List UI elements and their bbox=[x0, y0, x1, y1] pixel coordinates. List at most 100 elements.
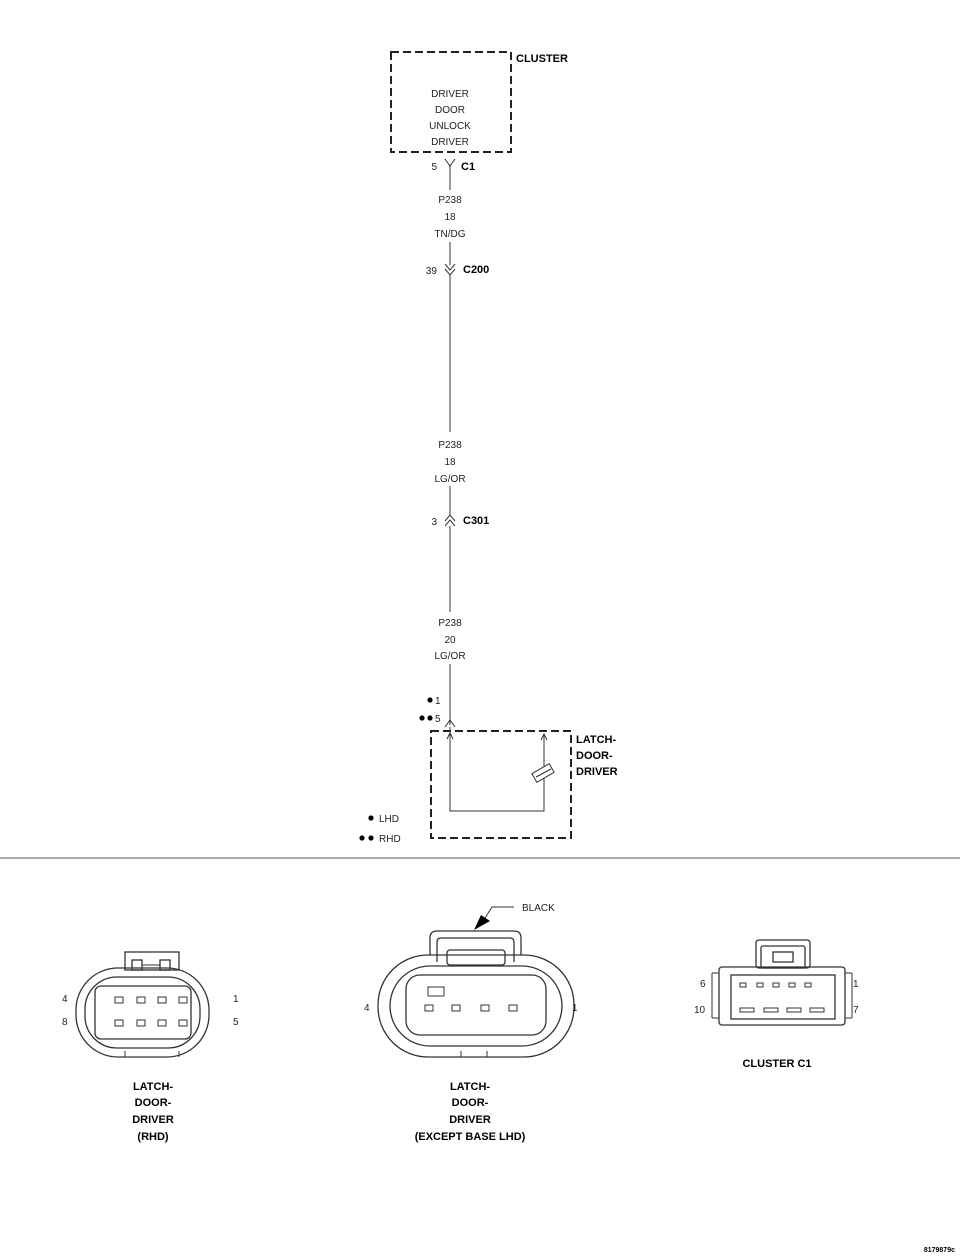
except-base-shell-inner bbox=[389, 965, 563, 1047]
rhd-pin-cavity bbox=[157, 1019, 167, 1027]
c1-connector: 5 C1 bbox=[431, 158, 475, 173]
latch-terminal-arrow-left-icon bbox=[446, 731, 454, 740]
cluster-c1-lock-outer bbox=[755, 939, 811, 969]
cluster-c1-pin-label-7: 7 bbox=[853, 1005, 859, 1016]
rhd-pin-label-5: 5 bbox=[233, 1017, 239, 1028]
rhd-pin-array bbox=[114, 996, 188, 1027]
except-base-lock bbox=[446, 949, 506, 966]
rhd-dot-icon-2 bbox=[427, 715, 433, 721]
except-base-caption-line-1: LATCH- bbox=[450, 1081, 490, 1093]
cluster-c1-pin-array bbox=[739, 982, 825, 1013]
rhd-pin-label-8: 8 bbox=[62, 1017, 68, 1028]
rhd-shell-outer bbox=[75, 967, 210, 1058]
cluster-c1-shell bbox=[718, 966, 846, 1026]
black-leader-line bbox=[484, 906, 514, 919]
legend: LHD RHD bbox=[359, 814, 401, 845]
cluster-c1-pin-cavity bbox=[772, 982, 780, 988]
except-base-pin-label-4: 4 bbox=[364, 1003, 370, 1014]
latch-pin-markers: 1 5 bbox=[419, 696, 456, 728]
rhd-caption-line-3: DRIVER bbox=[132, 1114, 174, 1126]
except-base-color-label: BLACK bbox=[522, 903, 555, 914]
rhd-pin-label-1: 1 bbox=[233, 994, 239, 1005]
c200-connector-icon bbox=[444, 263, 456, 276]
rhd-pin-cavity bbox=[157, 996, 167, 1004]
rhd-latch-tab bbox=[124, 951, 180, 971]
wire-3-circuit: P238 bbox=[438, 618, 462, 629]
cluster-c1-pin-label-10: 10 bbox=[694, 1005, 706, 1016]
wire-3-gauge: 20 bbox=[444, 635, 456, 646]
except-base-hood-outer bbox=[429, 930, 522, 955]
c301-pin-number: 3 bbox=[431, 517, 437, 528]
latch-internal-wiring bbox=[449, 727, 545, 812]
black-pointer-icon bbox=[474, 915, 490, 930]
legend-rhd-label: RHD bbox=[379, 834, 401, 845]
cluster-c1-pin-label-1: 1 bbox=[853, 979, 859, 990]
except-base-shell-outer bbox=[377, 954, 575, 1058]
except-base-pin-cavity bbox=[451, 1004, 461, 1012]
cluster-c1-pin-cavity bbox=[804, 982, 812, 988]
cluster-c1-lock-inner bbox=[760, 945, 806, 969]
wire-1-label: P238 18 TN/DG bbox=[434, 195, 465, 240]
latch-terminal-arrow-right-icon bbox=[540, 732, 548, 741]
cluster-c1-pin-label-6: 6 bbox=[700, 979, 706, 990]
rhd-caption-line-4: (RHD) bbox=[137, 1131, 168, 1143]
rhd-shell-inner bbox=[84, 976, 201, 1049]
c200-connector-name: C200 bbox=[463, 264, 489, 276]
except-base-caption-line-2: DOOR- bbox=[452, 1097, 489, 1109]
c301-connector: 3 C301 bbox=[431, 514, 489, 528]
rhd-caption-line-2: DOOR- bbox=[135, 1097, 172, 1109]
latch-title-line-2: DOOR- bbox=[576, 750, 613, 762]
rhd-pin-cavity bbox=[136, 996, 146, 1004]
c301-connector-icon bbox=[444, 514, 456, 527]
latch-component: LATCH- DOOR- DRIVER bbox=[430, 727, 618, 839]
figure-id: 8179879c bbox=[924, 1247, 955, 1254]
c1-connector-name: C1 bbox=[461, 161, 475, 173]
wire-2-circuit: P238 bbox=[438, 440, 462, 451]
rhd-pin-cavity bbox=[114, 1019, 124, 1027]
wire-1-gauge: 18 bbox=[444, 212, 456, 223]
connector-view-cluster-c1: 6 1 10 7 CLUSTER C1 bbox=[694, 939, 859, 1070]
cluster-c1-lock-tab bbox=[772, 951, 794, 963]
wire-2-gauge: 18 bbox=[444, 457, 456, 468]
except-base-pin-cavity bbox=[480, 1004, 490, 1012]
except-base-caption-line-3: DRIVER bbox=[449, 1114, 491, 1126]
except-base-cavity-frame bbox=[405, 974, 547, 1036]
legend-rhd-dot-icon-2 bbox=[368, 835, 374, 841]
rhd-cavity-frame bbox=[94, 985, 192, 1040]
cluster-c1-pin-cavity bbox=[788, 982, 796, 988]
cluster-c1-caption: CLUSTER C1 bbox=[742, 1058, 811, 1070]
latch-pin-rhd: 5 bbox=[435, 714, 441, 725]
connector-view-except-base: BLACK 4 1 LATCH- DOOR- DRIVER (EXCEPT BA… bbox=[364, 903, 578, 1143]
cluster-c1-pin-cavity bbox=[739, 1007, 755, 1013]
latch-pin-connector-icon bbox=[444, 719, 456, 728]
latch-title-line-1: LATCH- bbox=[576, 734, 616, 746]
legend-rhd-dot-icon-1 bbox=[359, 835, 365, 841]
cluster-function-line-1: DRIVER bbox=[431, 89, 469, 100]
except-base-pin-label-1: 1 bbox=[572, 1003, 578, 1014]
cluster-c1-pin-cavity bbox=[756, 982, 764, 988]
c301-connector-name: C301 bbox=[463, 515, 489, 527]
latch-switch-blade bbox=[535, 768, 552, 778]
lhd-dot-icon bbox=[427, 697, 433, 703]
wire-2-color: LG/OR bbox=[434, 474, 465, 485]
rhd-pin-cavity bbox=[136, 1019, 146, 1027]
wire-1-circuit: P238 bbox=[438, 195, 462, 206]
wire-1-color: TN/DG bbox=[434, 229, 465, 240]
cluster-c1-pin-cavity bbox=[763, 1007, 779, 1013]
except-base-pin-cavity bbox=[508, 1004, 518, 1012]
except-base-key-icon bbox=[427, 986, 445, 997]
c200-pin-number: 39 bbox=[426, 266, 438, 277]
cluster-outline bbox=[390, 51, 512, 153]
rhd-caption-line-1: LATCH- bbox=[133, 1081, 173, 1093]
latch-outline bbox=[430, 730, 572, 839]
cluster-function-line-4: DRIVER bbox=[431, 137, 469, 148]
legend-lhd-label: LHD bbox=[379, 814, 399, 825]
c1-connector-icon bbox=[444, 158, 456, 167]
rhd-pin-cavity bbox=[178, 996, 188, 1004]
cluster-c1-pin-cavity bbox=[739, 982, 747, 988]
rhd-pin-label-4: 4 bbox=[62, 994, 68, 1005]
except-base-caption-line-4: (EXCEPT BASE LHD) bbox=[415, 1131, 526, 1143]
wire-2-label: P238 18 LG/OR bbox=[434, 440, 465, 485]
cluster-title: CLUSTER bbox=[516, 53, 568, 65]
